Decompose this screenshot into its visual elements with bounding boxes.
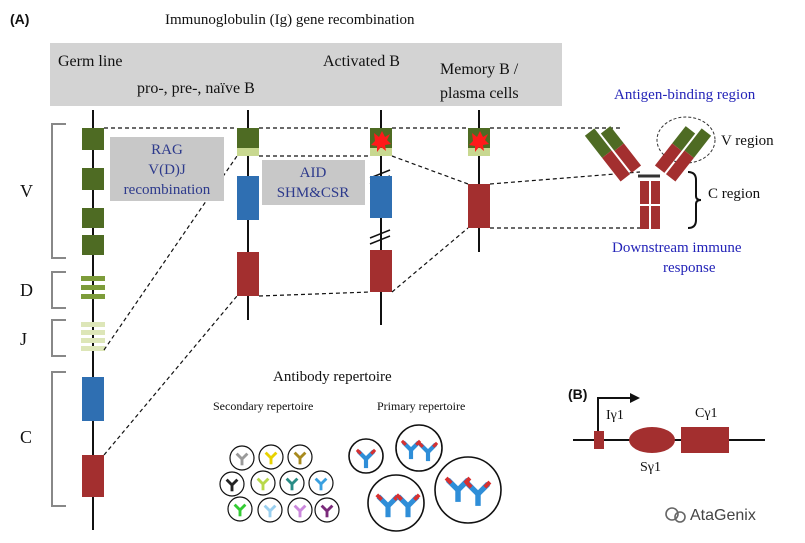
antibody-diagram: Antigen-binding region V region C region… bbox=[584, 87, 774, 276]
d-segment bbox=[81, 276, 105, 281]
antibody-icon bbox=[256, 477, 270, 491]
aid-box bbox=[262, 160, 365, 205]
stage-germ-line: Germ line bbox=[58, 53, 122, 70]
figure-title: Immunoglobulin (Ig) gene recombination bbox=[165, 12, 415, 28]
v-segment bbox=[82, 208, 104, 228]
antibody-icon bbox=[293, 451, 307, 465]
rag-box bbox=[110, 137, 224, 201]
variable-tip bbox=[355, 448, 362, 455]
segment-label-c: C bbox=[20, 427, 32, 447]
c-gamma1-exon bbox=[681, 427, 729, 453]
variable-tip bbox=[444, 476, 453, 485]
variable-tip bbox=[413, 493, 421, 501]
recombination-label: recombination bbox=[124, 182, 211, 198]
antibody-icon bbox=[264, 451, 278, 465]
variable-tip bbox=[463, 476, 472, 485]
variable-tip bbox=[415, 439, 422, 446]
watermark: AtaGenix bbox=[665, 507, 756, 524]
downstream-line2: response bbox=[663, 260, 716, 276]
memory-b-locus bbox=[468, 110, 490, 252]
stage-band bbox=[50, 43, 562, 106]
j-segment bbox=[81, 338, 105, 343]
vdj-label: V(D)J bbox=[148, 162, 186, 178]
mutation-mark bbox=[371, 131, 391, 152]
variable-tip bbox=[400, 439, 407, 446]
variable-tip bbox=[395, 493, 403, 501]
repertoire-cell bbox=[348, 438, 384, 474]
promoter-arrow bbox=[597, 397, 632, 432]
repertoire-cell bbox=[367, 474, 425, 532]
repertoire-cell bbox=[434, 456, 502, 524]
antibody-icon bbox=[225, 478, 239, 492]
j-segment bbox=[81, 322, 105, 327]
c-gamma1-label: Cγ1 bbox=[695, 406, 718, 421]
variable-tip bbox=[483, 480, 492, 489]
v-region-label: V region bbox=[721, 133, 774, 149]
antibody-icon bbox=[320, 504, 334, 518]
j-segment bbox=[81, 330, 105, 335]
antibody-icon bbox=[263, 504, 277, 518]
germ-line-locus bbox=[81, 110, 105, 530]
variable-tip bbox=[417, 441, 424, 448]
antigen-binding-label: Antigen-binding region bbox=[614, 87, 756, 103]
stage-memory-line2: plasma cells bbox=[440, 85, 519, 102]
primary-repertoire-cluster bbox=[348, 424, 502, 532]
panel-b: (B) Iγ1 Sγ1 Cγ1 bbox=[568, 386, 765, 475]
v-segment bbox=[82, 128, 104, 150]
i-gamma1-exon bbox=[594, 431, 604, 449]
j-segment bbox=[81, 346, 105, 351]
panel-a-label: (A) bbox=[10, 11, 29, 27]
panel-b-label: (B) bbox=[568, 386, 587, 402]
repertoire-cell bbox=[395, 424, 443, 472]
variable-tip bbox=[370, 448, 377, 455]
repertoire-title: Antibody repertoire bbox=[273, 369, 392, 385]
segment-label-j: J bbox=[20, 329, 27, 349]
segment-brackets bbox=[51, 123, 66, 507]
downstream-line1: Downstream immune bbox=[612, 240, 742, 256]
c-segment-red bbox=[82, 455, 104, 497]
secondary-repertoire-cluster bbox=[219, 444, 340, 523]
c-region-label: C region bbox=[708, 186, 761, 202]
segment-label-d: D bbox=[20, 280, 33, 300]
aid-label: AID bbox=[300, 165, 327, 181]
naive-b-locus bbox=[237, 110, 259, 320]
d-segment bbox=[81, 285, 105, 290]
variable-tip bbox=[432, 441, 439, 448]
watermark-text: AtaGenix bbox=[690, 507, 756, 524]
segment-label-v: V bbox=[20, 181, 33, 201]
antibody-icon bbox=[233, 503, 247, 517]
stage-memory-line1: Memory B / bbox=[440, 61, 519, 78]
stage-activated: Activated B bbox=[323, 53, 400, 70]
watermark-icon bbox=[665, 507, 686, 523]
rag-label: RAG bbox=[151, 142, 183, 158]
v-segment bbox=[82, 235, 104, 255]
shm-csr-label: SHM&CSR bbox=[277, 185, 350, 201]
variable-tip bbox=[464, 480, 473, 489]
s-gamma1-region bbox=[629, 427, 675, 453]
antibody-icon bbox=[314, 477, 328, 491]
antibody-icon bbox=[285, 477, 299, 491]
v-segment bbox=[82, 168, 104, 190]
mutation-mark bbox=[469, 131, 489, 152]
i-gamma1-label: Iγ1 bbox=[606, 408, 624, 423]
c-segment-blue bbox=[82, 377, 104, 421]
d-segment bbox=[81, 294, 105, 299]
stage-pro-pre-naive: pro-, pre-, naïve B bbox=[137, 80, 255, 97]
secondary-repertoire-label: Secondary repertoire bbox=[213, 399, 313, 413]
activated-b-locus bbox=[369, 110, 392, 325]
primary-repertoire-label: Primary repertoire bbox=[377, 399, 465, 413]
s-gamma1-label: Sγ1 bbox=[640, 460, 661, 475]
variable-tip bbox=[375, 493, 383, 501]
antibody-icon bbox=[293, 504, 307, 518]
antibody-icon bbox=[235, 452, 249, 466]
